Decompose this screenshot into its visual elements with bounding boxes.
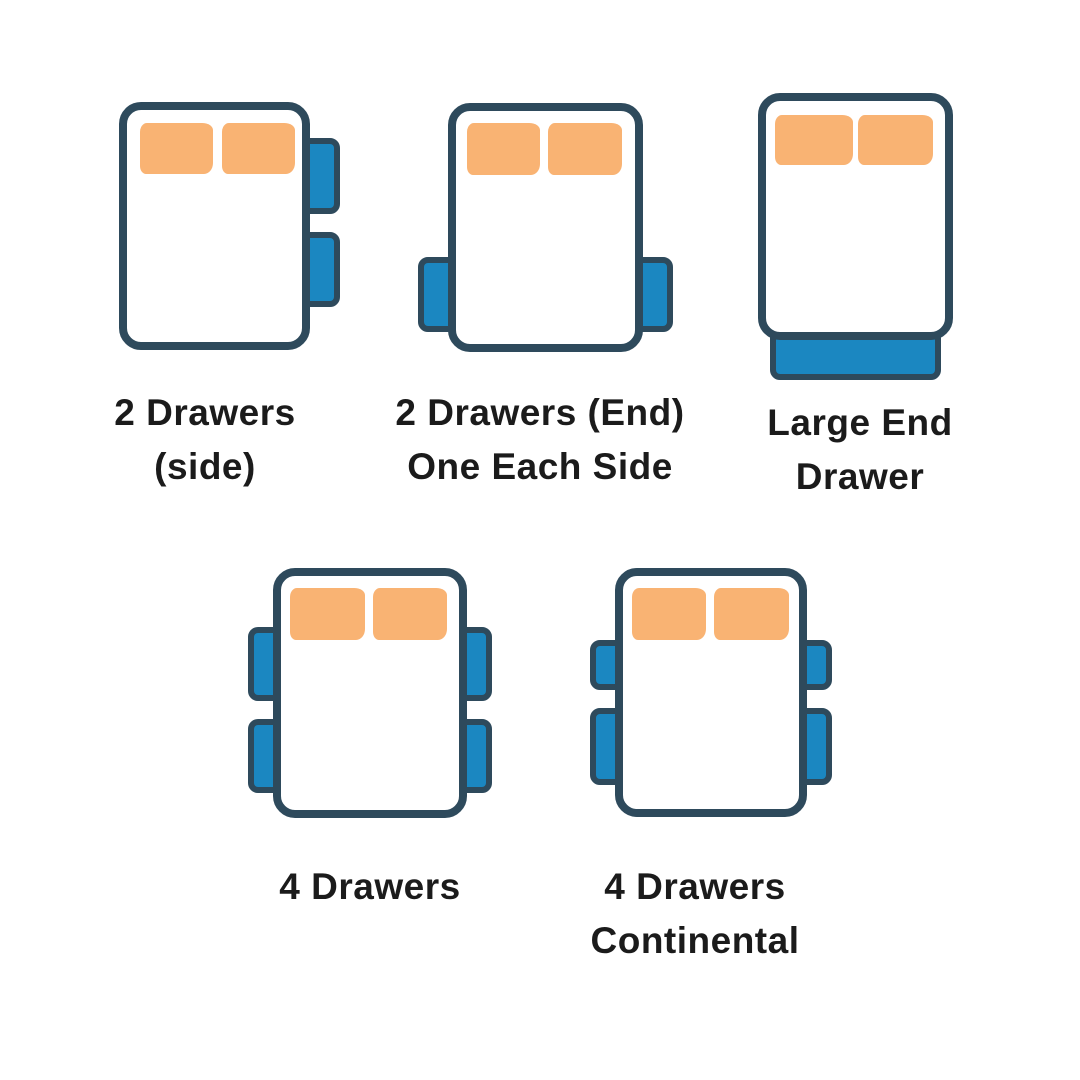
pillow-icon bbox=[714, 588, 789, 640]
label-line: 4 Drawers bbox=[604, 866, 786, 907]
label-line: Large End bbox=[767, 402, 953, 443]
pillow-icon bbox=[548, 123, 622, 175]
pillow-icon bbox=[858, 115, 933, 165]
pillow-icon bbox=[290, 588, 365, 640]
label-line: Drawer bbox=[795, 456, 925, 497]
pillow-icon bbox=[373, 588, 447, 640]
figure-label-2-drawers-end: 2 Drawers (End) One Each Side bbox=[390, 386, 690, 494]
label-line: (side) bbox=[154, 446, 256, 487]
pillow-icon bbox=[140, 123, 213, 174]
label-line: One Each Side bbox=[407, 446, 673, 487]
label-line: 4 Drawers bbox=[279, 866, 461, 907]
figure-label-2-drawers-side: 2 Drawers (side) bbox=[85, 386, 325, 494]
label-line: 2 Drawers bbox=[114, 392, 296, 433]
figure-label-4-drawers: 4 Drawers bbox=[260, 860, 480, 914]
figure-label-4-drawers-continental: 4 Drawers Continental bbox=[575, 860, 815, 968]
label-line: Continental bbox=[590, 920, 800, 961]
figure-label-large-end-drawer: Large End Drawer bbox=[745, 396, 975, 504]
label-line: 2 Drawers (End) bbox=[395, 392, 685, 433]
pillow-icon bbox=[775, 115, 853, 165]
pillow-icon bbox=[632, 588, 706, 640]
pillow-icon bbox=[222, 123, 295, 174]
pillow-icon bbox=[467, 123, 540, 175]
